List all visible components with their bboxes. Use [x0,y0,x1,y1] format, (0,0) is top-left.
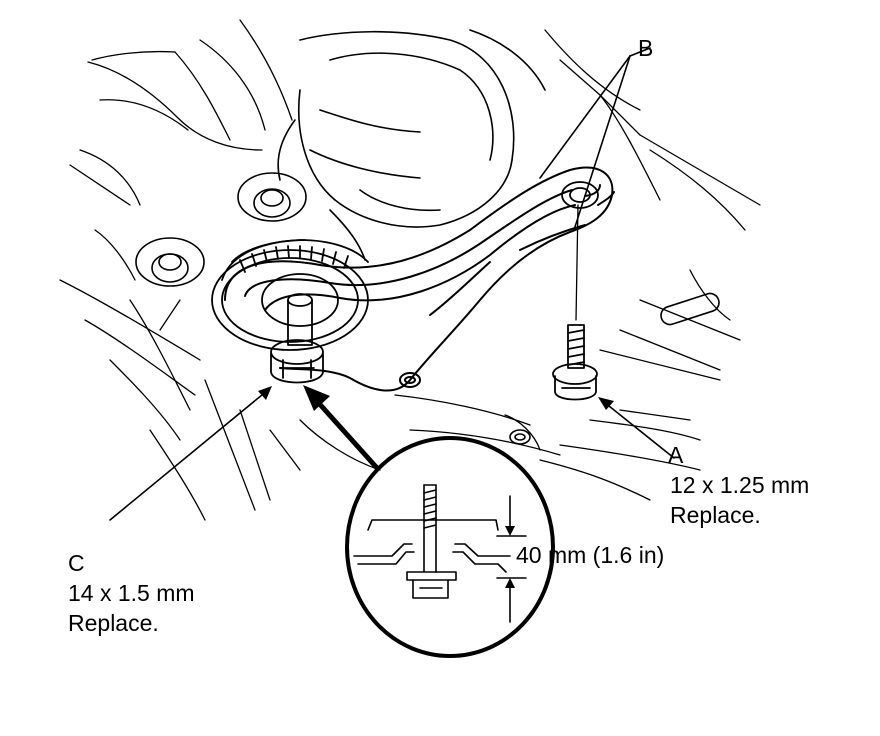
subframe-hole [509,429,531,445]
callout-a-letter: A [668,442,684,468]
inset-dimension-label: 40 mm (1.6 in) [516,542,665,568]
inset-detail [345,436,555,658]
magnifier-pointer [303,385,380,471]
callout-c-size: 14 x 1.5 mm [68,580,195,606]
callout-a-note: Replace. [670,502,761,528]
bolt-a [552,324,598,401]
upper-control-arm [224,166,615,392]
subframe-outline [59,19,761,521]
arm-outer-bolt-hole [561,181,599,209]
transmission-housing [277,29,546,261]
callout-b-letter: B [638,35,654,61]
subframe-boss-upper [237,172,307,222]
leader-lines [109,47,675,521]
leader-arrowheads [258,386,614,410]
bolt-c [270,293,324,384]
callout-c-note: Replace. [68,610,159,636]
inset-dimension-arrowheads [505,526,515,588]
callout-a-size: 12 x 1.25 mm [670,472,810,498]
callout-c-letter: C [68,550,85,576]
subframe-slot [660,292,720,326]
bolt-a-alignment-line [575,204,579,321]
subframe-boss-lower [135,237,205,287]
inset-cross-section [353,484,527,623]
